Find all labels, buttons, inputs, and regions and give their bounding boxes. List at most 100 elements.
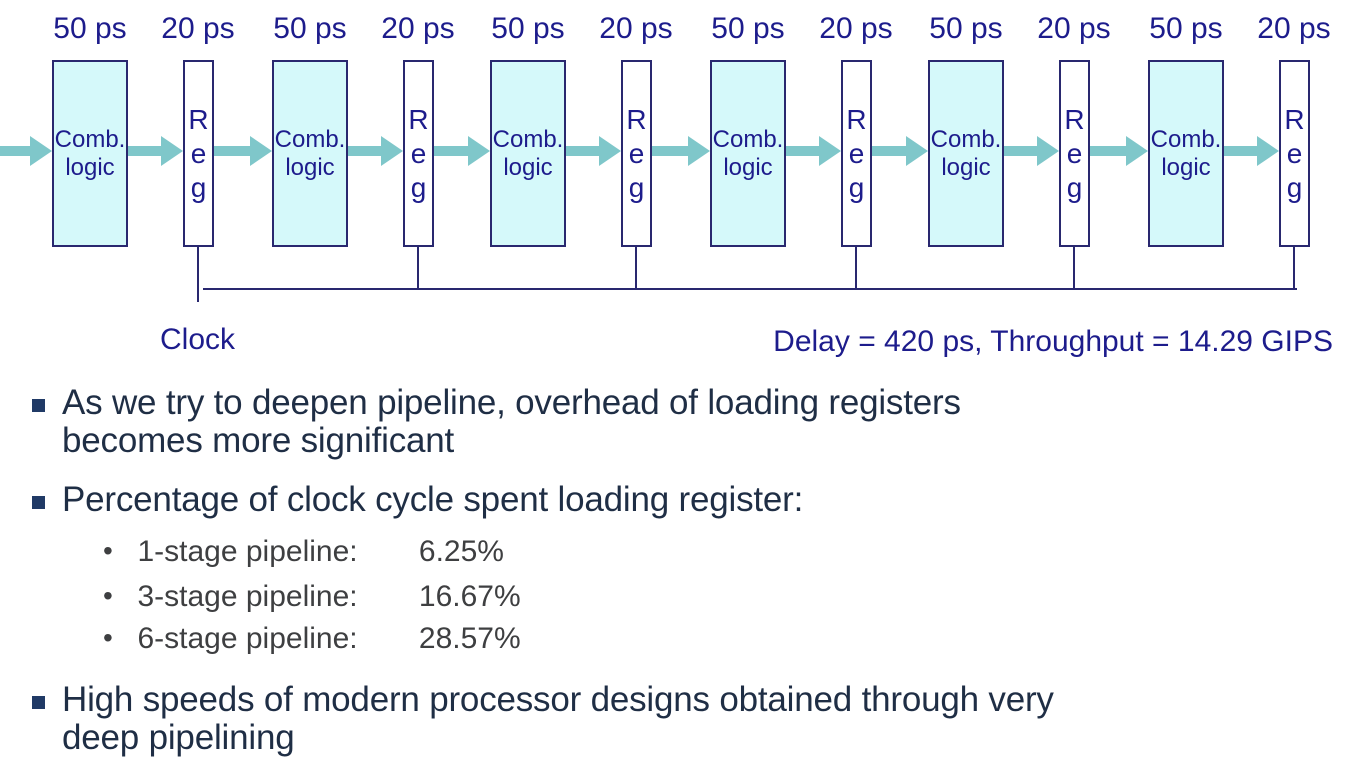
arrow-head-icon bbox=[30, 136, 52, 166]
bullet-text: High speeds of modern processor designs … bbox=[62, 680, 1054, 757]
sub-bullet-item: • 1-stage pipeline: 6.25% bbox=[103, 535, 504, 569]
comb-logic-label: Comb. logic bbox=[54, 125, 126, 181]
register-box: R e g bbox=[1059, 60, 1090, 247]
comb-logic-label: Comb. logic bbox=[930, 125, 1002, 181]
arrow-head-icon bbox=[688, 136, 710, 166]
sub-bullet-value: 28.57% bbox=[418, 622, 521, 655]
register-box: R e g bbox=[621, 60, 652, 247]
comb-logic-label: Comb. logic bbox=[1150, 125, 1222, 181]
clock-connector-line bbox=[1073, 247, 1075, 290]
pipeline-diagram: Clock Delay = 420 ps, Throughput = 14.29… bbox=[0, 0, 1345, 380]
arrow-head-icon bbox=[161, 136, 183, 166]
sub-bullet-item: • 6-stage pipeline: 28.57% bbox=[103, 622, 521, 656]
register-box: R e g bbox=[403, 60, 434, 247]
flow-arrow bbox=[786, 136, 841, 166]
square-bullet-icon bbox=[32, 496, 45, 509]
arrow-shaft bbox=[872, 146, 912, 156]
logic-delay-label: 50 ps bbox=[491, 12, 565, 45]
logic-delay-label: 50 ps bbox=[1149, 12, 1223, 45]
register-label: R e g bbox=[1284, 103, 1305, 203]
flow-arrow bbox=[1004, 136, 1059, 166]
arrow-head-icon bbox=[381, 136, 403, 166]
register-box: R e g bbox=[1279, 60, 1310, 247]
register-label: R e g bbox=[626, 103, 647, 203]
clock-connector-line bbox=[635, 247, 637, 290]
comb-logic-box: Comb. logic bbox=[272, 60, 348, 247]
register-label: R e g bbox=[408, 103, 429, 203]
dot-bullet-icon: • bbox=[103, 580, 113, 611]
sub-bullet-item: • 3-stage pipeline: 16.67% bbox=[103, 580, 521, 614]
arrow-shaft bbox=[214, 146, 256, 156]
sub-bullet-label: 6-stage pipeline: bbox=[137, 622, 358, 655]
arrow-head-icon bbox=[1126, 136, 1148, 166]
flow-arrow bbox=[348, 136, 403, 166]
clock-connector-line bbox=[1293, 247, 1295, 290]
comb-logic-box: Comb. logic bbox=[1148, 60, 1224, 247]
register-delay-label: 20 ps bbox=[161, 12, 235, 45]
clock-bus-line bbox=[203, 288, 1297, 290]
arrow-head-icon bbox=[1257, 136, 1279, 166]
flow-arrow bbox=[566, 136, 621, 166]
flow-arrow bbox=[1090, 136, 1148, 166]
arrow-head-icon bbox=[1037, 136, 1059, 166]
arrow-shaft bbox=[348, 146, 387, 156]
bullet-item-percentage: Percentage of clock cycle spent loading … bbox=[30, 481, 1330, 519]
arrow-shaft bbox=[786, 146, 825, 156]
bullet-text: Percentage of clock cycle spent loading … bbox=[62, 480, 804, 519]
arrow-head-icon bbox=[906, 136, 928, 166]
arrow-shaft bbox=[1004, 146, 1043, 156]
register-delay-label: 20 ps bbox=[599, 12, 673, 45]
register-box: R e g bbox=[841, 60, 872, 247]
flow-arrow bbox=[214, 136, 272, 166]
sub-bullet-label: 3-stage pipeline: bbox=[137, 580, 358, 613]
arrow-head-icon bbox=[250, 136, 272, 166]
arrow-shaft bbox=[1224, 146, 1263, 156]
flow-arrow bbox=[434, 136, 490, 166]
sub-bullet-value: 16.67% bbox=[418, 580, 521, 613]
register-delay-label: 20 ps bbox=[819, 12, 893, 45]
bullet-text: As we try to deepen pipeline, overhead o… bbox=[62, 383, 961, 460]
register-delay-label: 20 ps bbox=[1257, 12, 1331, 45]
register-label: R e g bbox=[188, 103, 209, 203]
square-bullet-icon bbox=[32, 696, 45, 709]
arrow-shaft bbox=[0, 146, 36, 156]
clock-connector-line bbox=[855, 247, 857, 290]
delay-throughput-label: Delay = 420 ps, Throughput = 14.29 GIPS bbox=[773, 325, 1333, 358]
arrow-shaft bbox=[128, 146, 167, 156]
flow-arrow bbox=[1224, 136, 1279, 166]
arrow-shaft bbox=[1090, 146, 1132, 156]
logic-delay-label: 50 ps bbox=[929, 12, 1003, 45]
logic-delay-label: 50 ps bbox=[273, 12, 347, 45]
square-bullet-icon bbox=[32, 399, 45, 412]
clock-connector-line bbox=[197, 247, 199, 302]
clock-connector-line bbox=[417, 247, 419, 290]
clock-label: Clock bbox=[160, 323, 236, 356]
comb-logic-box: Comb. logic bbox=[928, 60, 1004, 247]
comb-logic-label: Comb. logic bbox=[492, 125, 564, 181]
arrow-head-icon bbox=[819, 136, 841, 166]
dot-bullet-icon: • bbox=[103, 622, 113, 653]
register-delay-label: 20 ps bbox=[381, 12, 455, 45]
logic-delay-label: 50 ps bbox=[711, 12, 785, 45]
comb-logic-box: Comb. logic bbox=[490, 60, 566, 247]
register-delay-label: 20 ps bbox=[1037, 12, 1111, 45]
arrow-shaft bbox=[434, 146, 474, 156]
register-box: R e g bbox=[183, 60, 214, 247]
bullet-item-overhead: As we try to deepen pipeline, overhead o… bbox=[30, 384, 1330, 460]
arrow-head-icon bbox=[599, 136, 621, 166]
logic-delay-label: 50 ps bbox=[53, 12, 127, 45]
comb-logic-box: Comb. logic bbox=[710, 60, 786, 247]
sub-bullet-value: 6.25% bbox=[418, 535, 504, 568]
flow-arrow bbox=[128, 136, 183, 166]
register-label: R e g bbox=[1064, 103, 1085, 203]
flow-arrow bbox=[0, 136, 52, 166]
dot-bullet-icon: • bbox=[103, 535, 113, 566]
arrow-head-icon bbox=[468, 136, 490, 166]
comb-logic-label: Comb. logic bbox=[274, 125, 346, 181]
bullet-item-deep-pipelining: High speeds of modern processor designs … bbox=[30, 681, 1330, 757]
register-label: R e g bbox=[846, 103, 867, 203]
comb-logic-label: Comb. logic bbox=[712, 125, 784, 181]
arrow-shaft bbox=[652, 146, 694, 156]
comb-logic-box: Comb. logic bbox=[52, 60, 128, 247]
